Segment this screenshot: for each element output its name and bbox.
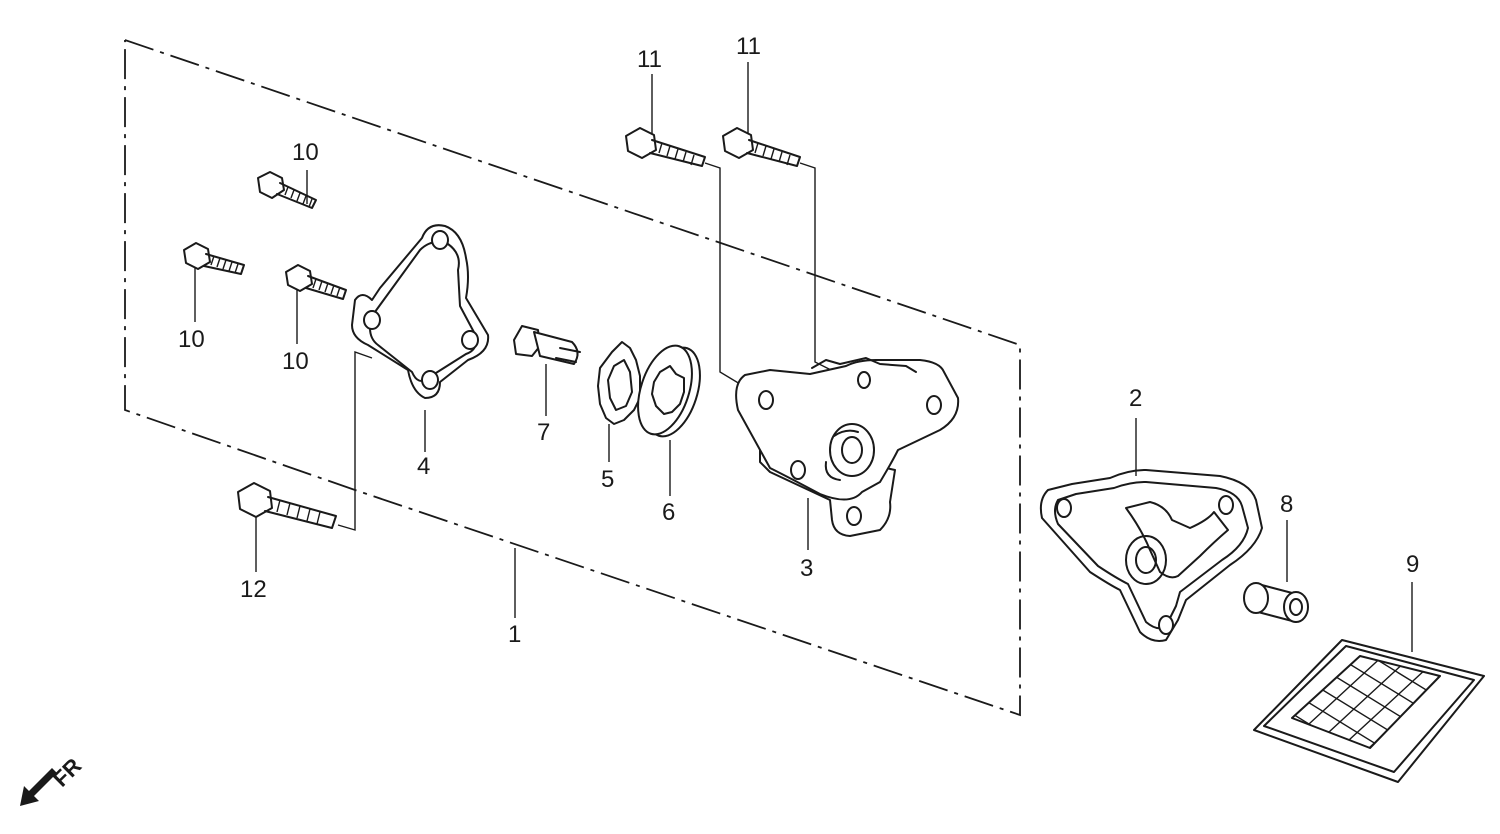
inner-rotor: [597, 341, 641, 425]
bolt-12-guide: [337, 351, 373, 531]
callout-11-left: 11: [637, 46, 662, 73]
callout-8: 8: [1280, 491, 1293, 518]
front-direction-label: FR: [48, 753, 86, 791]
callout-1: 1: [508, 621, 521, 648]
callout-5: 5: [601, 466, 614, 493]
callout-9: 9: [1406, 551, 1419, 578]
bolt-11-right-guide: [799, 162, 836, 373]
callout-10-left: 10: [178, 326, 205, 353]
bolt-10-middle: [285, 264, 347, 300]
bolt-11-left: [625, 127, 706, 167]
callout-6: 6: [662, 499, 675, 526]
pump-body: [735, 357, 960, 537]
arrow-down-left-icon: [20, 768, 57, 806]
pump-gasket: [1039, 469, 1263, 642]
callout-2: 2: [1129, 385, 1142, 412]
pump-shaft: [513, 325, 581, 365]
assembly-boundary: [124, 39, 1021, 717]
leader-lines: [194, 62, 1413, 652]
bolt-10-top: [257, 171, 317, 209]
bolt-11-left-guide: [704, 162, 741, 385]
oil-strainer: [1253, 639, 1485, 783]
bolt-11-right: [722, 127, 801, 167]
callout-4: 4: [417, 453, 430, 480]
callout-7: 7: [537, 419, 550, 446]
callout-11-right: 11: [736, 33, 761, 60]
bolt-10-left: [183, 242, 245, 275]
callout-12: 12: [240, 576, 267, 603]
callout-10-middle: 10: [282, 348, 309, 375]
callout-10-top: 10: [292, 139, 319, 166]
outer-rotor: [637, 344, 701, 438]
bolt-12: [237, 482, 337, 529]
dowel-pin: [1243, 582, 1309, 623]
callout-3: 3: [800, 555, 813, 582]
pump-cover: [351, 224, 490, 399]
